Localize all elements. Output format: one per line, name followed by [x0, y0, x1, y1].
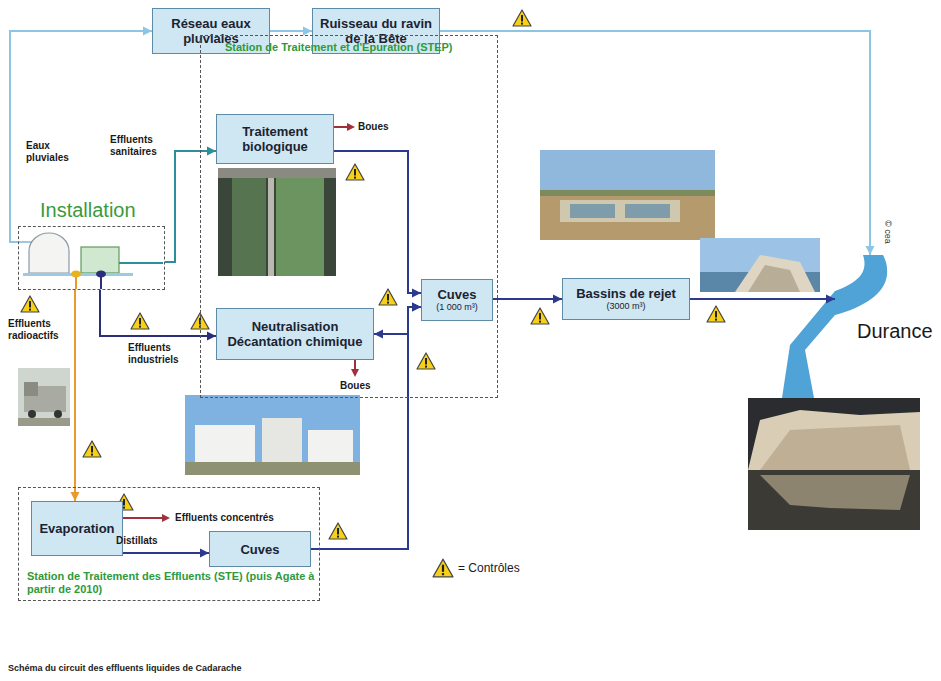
control-symbol: [513, 10, 531, 26]
arrow-head: [866, 246, 875, 255]
flow-label: Effluents sanitaires: [110, 134, 168, 158]
control-symbol: [417, 353, 435, 369]
river-node: Durance: [835, 255, 938, 365]
connector-line: [334, 151, 421, 293]
connector-line: [74, 290, 76, 501]
cliff-photo: [748, 398, 920, 530]
control-symbol: [83, 441, 101, 457]
truck-photo: [18, 368, 70, 426]
flow-connector: [123, 549, 209, 558]
control-symbol: [707, 306, 725, 322]
flow-label: Distillats: [116, 535, 176, 547]
process-box: Traitement biologique: [216, 114, 334, 164]
region-heading: Station de Traitement et d'Epuration (ST…: [225, 41, 453, 54]
capacity-text: (3000 m³): [606, 301, 645, 312]
buildings-photo: [185, 395, 360, 475]
arrow-head: [412, 303, 421, 312]
flow-connector: [71, 290, 80, 501]
legend-symbol: [433, 559, 453, 577]
flow-connector: [493, 295, 562, 304]
tank-box: Cuves: [209, 531, 311, 567]
tank-box: Cuves(1 000 m³): [421, 279, 493, 321]
flow-label: Effluents industriels: [128, 342, 190, 366]
box-label: Cuves: [437, 287, 476, 302]
output-label: Boues: [340, 380, 371, 392]
tank-box: Bassins de rejet(3000 m³): [562, 278, 690, 320]
arrow-head: [200, 549, 209, 558]
arrow-head: [207, 332, 216, 341]
flow-connector: [100, 290, 216, 341]
arrow-head: [553, 295, 562, 304]
control-symbol: [346, 164, 364, 180]
box-label: Neutralisation Décantation chimique: [223, 319, 367, 349]
flow-connector: [440, 31, 875, 255]
connector-line: [493, 298, 562, 300]
capacity-text: (1 000 m³): [436, 302, 478, 313]
control-symbol: [379, 289, 397, 305]
box-label: Cuves: [240, 542, 279, 557]
connector-line: [374, 307, 421, 334]
flow-connector: [334, 151, 421, 298]
installation-outline: [18, 226, 165, 290]
arrow-head: [71, 492, 80, 501]
box-label: Bassins de rejet: [576, 286, 676, 301]
plant-region: Station de Traitement et d'Epuration (ST…: [200, 35, 498, 398]
figure-caption: Schéma du circuit des effluents liquides…: [8, 662, 242, 674]
arrow-head: [143, 27, 152, 36]
river-stream: [782, 291, 835, 398]
arrow-head: [412, 303, 421, 312]
basins-photo: [540, 150, 715, 240]
arrow-head: [412, 289, 421, 298]
region-heading: Installation: [40, 198, 136, 222]
outfall-photo: [700, 238, 820, 292]
tank-photo: [218, 168, 336, 276]
flow-connector: [690, 295, 835, 304]
flow-label: Eaux pluviales: [26, 140, 86, 164]
river-shape: [835, 255, 938, 365]
control-symbol: [21, 296, 39, 312]
flow-connector: [374, 303, 421, 339]
plant-region: Station de Traitement des Effluents (STE…: [18, 487, 320, 601]
flow-label: Effluents radioactifs: [8, 318, 70, 342]
process-box: Neutralisation Décantation chimique: [216, 308, 374, 360]
arrow-head: [826, 295, 835, 304]
region-heading: Station de Traitement des Effluents (STE…: [27, 570, 317, 596]
arrow-head: [374, 330, 383, 339]
connector-line: [100, 290, 216, 336]
connector-line: [123, 552, 209, 554]
control-symbol: [131, 313, 149, 329]
connector-line: [690, 298, 835, 300]
legend-text: = Contrôles: [458, 561, 520, 575]
output-label: Effluents concentrés: [175, 512, 274, 524]
arrow-head: [207, 147, 216, 156]
output-label: Boues: [358, 121, 389, 133]
connector-line: [440, 31, 870, 255]
box-label: Evaporation: [39, 521, 114, 536]
process-box: Evaporation: [31, 501, 123, 556]
installation-region: Installation: [18, 198, 165, 290]
control-symbol: [329, 523, 347, 539]
region-heading: Durance: [857, 319, 933, 343]
reactor-building: [19, 227, 163, 289]
box-label: Traitement biologique: [223, 124, 327, 154]
copyright-watermark: © cea: [882, 212, 894, 252]
flow-connector: [165, 147, 216, 263]
connector-line: [165, 151, 216, 262]
control-symbol: [531, 308, 549, 324]
